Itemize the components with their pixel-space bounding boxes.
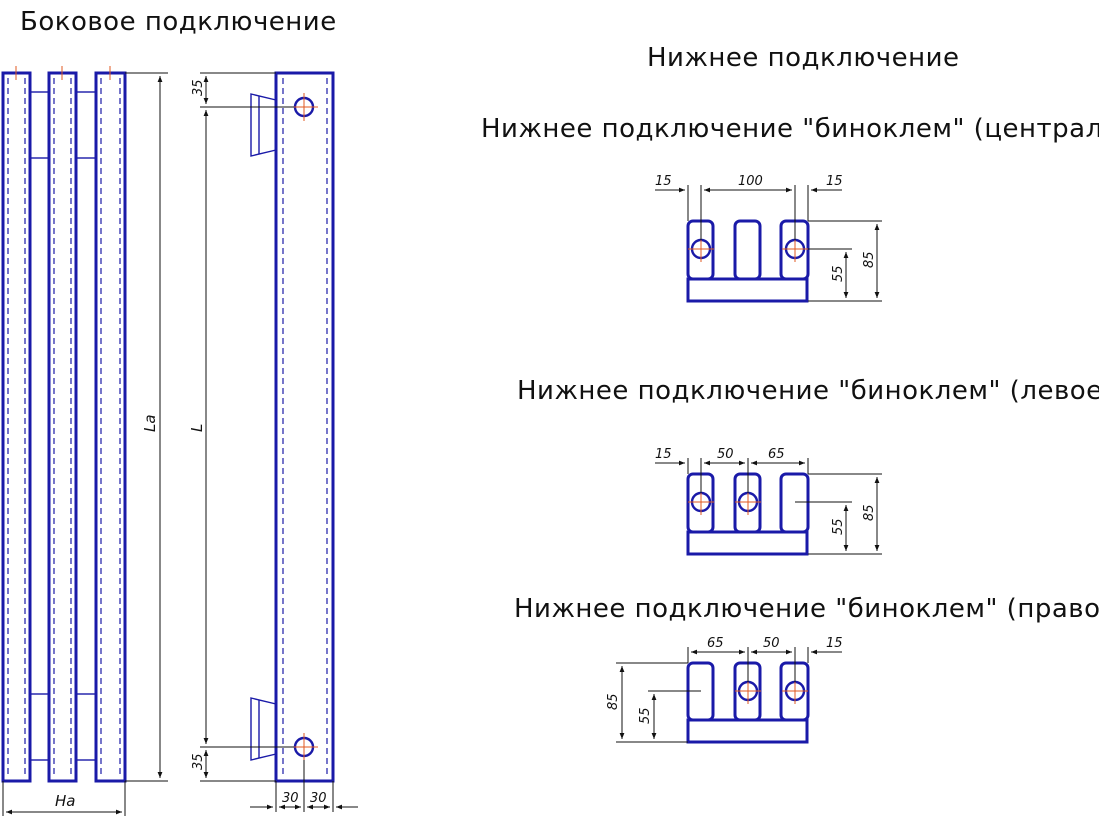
right-dim-55: 55 <box>638 707 653 724</box>
dim-35-top: 35 <box>191 79 206 96</box>
dim-label-la: La <box>141 414 159 432</box>
title-side-connection: Боковое подключение <box>20 7 337 37</box>
dim-label-l: L <box>188 424 206 432</box>
central-dim-55: 55 <box>831 265 846 282</box>
title-binocular-left: Нижнее подключение "биноклем" (левое) <box>517 376 1099 406</box>
title-binocular-central: Нижнее подключение "биноклем" (центральн… <box>481 114 1099 144</box>
left-dim-55: 55 <box>831 518 846 535</box>
central-dim-15-right: 15 <box>826 174 843 189</box>
left-dim-65: 65 <box>768 447 785 462</box>
title-bottom-connection: Нижнее подключение <box>647 43 959 73</box>
left-dim-85: 85 <box>862 504 877 521</box>
dim-30-left: 30 <box>282 791 299 806</box>
side-view-sections <box>1 66 127 783</box>
central-dim-85: 85 <box>862 251 877 268</box>
central-dim-15-left: 15 <box>655 174 672 189</box>
left-dim-50: 50 <box>717 447 734 462</box>
central-dim-100: 100 <box>738 174 763 189</box>
right-dim-65: 65 <box>707 636 724 651</box>
left-dim-15: 15 <box>655 447 672 462</box>
dim-35-bottom: 35 <box>191 753 206 770</box>
dim-30-right: 30 <box>310 791 327 806</box>
title-binocular-right: Нижнее подключение "биноклем" (правое) <box>514 594 1099 624</box>
right-dim-50: 50 <box>763 636 780 651</box>
binocular-right-detail <box>686 661 810 744</box>
binocular-central-detail <box>686 219 810 303</box>
dim-label-ha: Ha <box>55 792 75 810</box>
front-view-section <box>250 71 335 783</box>
right-dim-15: 15 <box>826 636 843 651</box>
right-dim-85: 85 <box>606 693 621 710</box>
